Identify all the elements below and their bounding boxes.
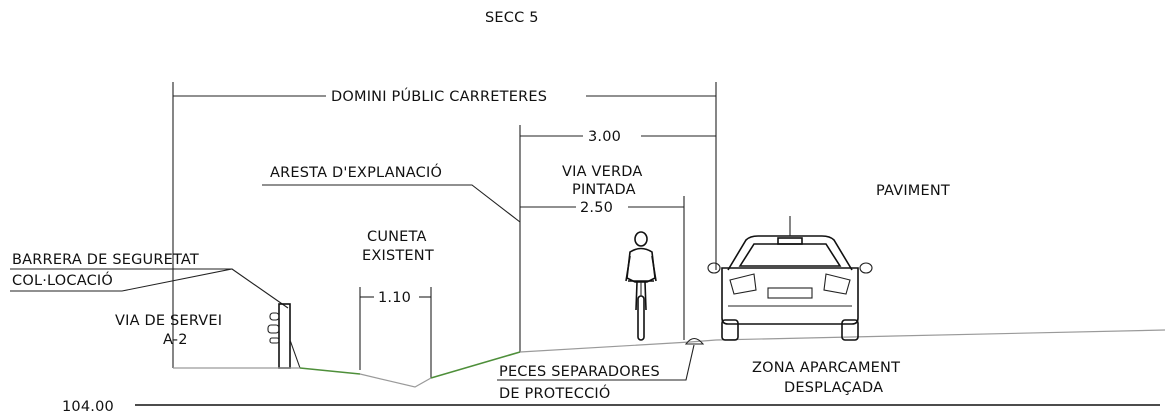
via-servei-label-2: A-2: [163, 332, 188, 348]
pavement-surface: [715, 329, 1165, 341]
barrera-label-1: BARRERA DE SEGURETAT: [12, 252, 199, 268]
cyclist-icon: [625, 231, 657, 341]
aresta-leader: [262, 184, 521, 223]
via-verda-label-2: PINTADA: [572, 182, 636, 198]
zona-label-2: DESPLAÇADA: [784, 380, 883, 396]
dim-250-label: 2.50: [580, 200, 613, 216]
paviment-label: PAVIMENT: [876, 183, 950, 199]
dim-110-label: 1.10: [378, 290, 411, 306]
barrera-label-2: COL·LOCACIÓ: [12, 271, 113, 289]
via-verda-surface: [519, 339, 717, 353]
section-title: SECC 5: [485, 10, 539, 26]
datum-elevation: 104.00: [62, 399, 114, 415]
ditch-profile-right: [430, 351, 521, 379]
dim-300-label: 3.00: [588, 129, 621, 145]
ditch-profile-bottom: [359, 373, 432, 388]
barrera-leader: [10, 268, 289, 309]
car-rear-icon: [707, 216, 873, 341]
peces-leader: [497, 344, 695, 381]
cuneta-label-2: EXISTENT: [362, 248, 434, 264]
domini-label: DOMINI PÚBLIC CARRETERES: [331, 87, 547, 105]
peces-label-2: DE PROTECCIÓ: [499, 384, 611, 402]
via-servei-label-1: VIA DE SERVEI: [115, 313, 222, 329]
zona-label-1: ZONA APARCAMENT: [752, 360, 900, 376]
separator-curb-icon: [684, 337, 705, 345]
ditch-profile-left: [299, 367, 361, 375]
via-verda-label-1: VIA VERDA: [562, 164, 643, 180]
aresta-label: ARESTA D'EXPLANACIÓ: [270, 163, 442, 181]
cuneta-label-1: CUNETA: [367, 229, 427, 245]
peces-label-1: PECES SEPARADORES: [499, 364, 660, 380]
safety-barrier-icon: [267, 303, 302, 369]
